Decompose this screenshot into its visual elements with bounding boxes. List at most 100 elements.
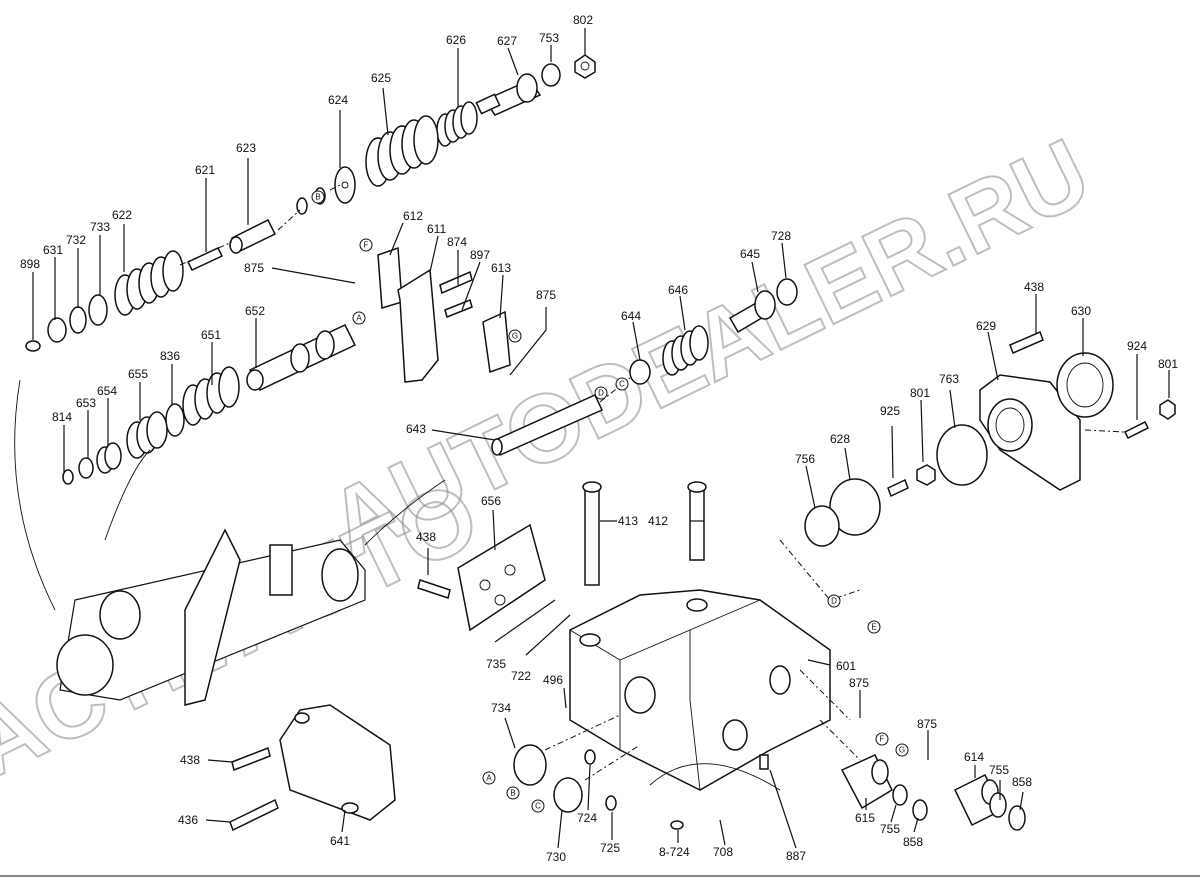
label-629: 629 xyxy=(976,319,996,333)
callout-letter-a2: A xyxy=(482,771,496,785)
callout-letter-b2: B xyxy=(506,786,520,800)
label-627: 627 xyxy=(497,34,517,48)
label-613: 613 xyxy=(491,261,511,275)
label-732: 732 xyxy=(66,233,86,247)
label-755-a: 755 xyxy=(989,763,1009,777)
label-644: 644 xyxy=(621,309,641,323)
svg-text:F: F xyxy=(880,735,885,744)
callout-letter-d1: D xyxy=(594,386,608,400)
callout-letter-a1: A xyxy=(352,311,366,325)
svg-text:B: B xyxy=(510,789,515,798)
svg-text:C: C xyxy=(619,380,625,389)
label-625: 625 xyxy=(371,71,391,85)
callout-letter-g1: G xyxy=(508,329,522,343)
label-643: 643 xyxy=(406,422,426,436)
callout-letter-f2: F xyxy=(875,732,889,746)
label-653: 653 xyxy=(76,396,96,410)
label-655: 655 xyxy=(128,367,148,381)
label-897: 897 xyxy=(470,248,490,262)
label-631: 631 xyxy=(43,243,63,257)
label-875-b: 875 xyxy=(536,288,556,302)
label-755-b: 755 xyxy=(880,822,900,836)
label-724: 724 xyxy=(577,811,597,825)
label-708: 708 xyxy=(713,845,733,859)
svg-text:D: D xyxy=(598,389,604,398)
label-614: 614 xyxy=(964,750,984,764)
callout-letter-c1: C xyxy=(615,377,629,391)
callout-letter-g2: G xyxy=(895,743,909,757)
cover-plate-656 xyxy=(364,479,546,632)
label-651: 651 xyxy=(201,328,221,342)
end-cover-assembly xyxy=(779,330,1176,601)
svg-text:G: G xyxy=(512,332,518,341)
svg-text:G: G xyxy=(899,746,905,755)
spool-assembly-lower xyxy=(62,324,357,485)
label-615: 615 xyxy=(855,811,875,825)
label-753: 753 xyxy=(539,31,559,45)
label-801-b: 801 xyxy=(910,386,930,400)
label-413: 413 xyxy=(618,514,638,528)
label-601: 601 xyxy=(836,659,856,673)
label-802: 802 xyxy=(573,13,593,27)
bolts-413-412 xyxy=(582,481,707,586)
svg-text:A: A xyxy=(486,774,492,783)
part-labels: 802 753 627 626 625 624 623 621 622 733 … xyxy=(20,13,1178,864)
callout-letter-e: E xyxy=(867,620,881,634)
label-438-b: 438 xyxy=(416,530,436,544)
label-621: 621 xyxy=(195,163,215,177)
label-875-d: 875 xyxy=(917,717,937,731)
label-763: 763 xyxy=(939,372,959,386)
label-924: 924 xyxy=(1127,339,1147,353)
label-875-c: 875 xyxy=(849,676,869,690)
leader-lines xyxy=(32,28,1170,849)
label-733: 733 xyxy=(90,220,110,234)
label-612: 612 xyxy=(403,209,423,223)
label-925: 925 xyxy=(880,404,900,418)
label-722: 722 xyxy=(511,669,531,683)
label-412: 412 xyxy=(648,514,668,528)
label-654: 654 xyxy=(97,384,117,398)
label-628: 628 xyxy=(830,432,850,446)
plug-assembly xyxy=(840,754,1026,831)
label-887: 887 xyxy=(786,849,806,863)
label-875-a: 875 xyxy=(244,261,264,275)
spool-assembly-upper xyxy=(25,54,596,352)
svg-text:A: A xyxy=(356,314,362,323)
label-734: 734 xyxy=(491,701,511,715)
label-438-a: 438 xyxy=(1024,280,1044,294)
label-630: 630 xyxy=(1071,304,1091,318)
label-836: 836 xyxy=(160,349,180,363)
label-858-b: 858 xyxy=(903,835,923,849)
svg-text:C: C xyxy=(535,802,541,811)
label-656: 656 xyxy=(481,494,501,508)
label-801-a: 801 xyxy=(1158,357,1178,371)
callout-letter-d2: D xyxy=(827,594,841,608)
label-645: 645 xyxy=(740,247,760,261)
lever-assembly xyxy=(377,246,511,383)
svg-text:E: E xyxy=(871,623,876,632)
label-496: 496 xyxy=(543,673,563,687)
spool-assembly-middle xyxy=(491,278,798,457)
label-626: 626 xyxy=(446,33,466,47)
valve-body-601 xyxy=(513,589,861,830)
label-611: 611 xyxy=(427,222,446,236)
svg-text:F: F xyxy=(364,241,369,250)
callout-letter-f1: F xyxy=(359,238,373,252)
callout-letter-b1: B xyxy=(311,190,325,204)
label-623: 623 xyxy=(236,141,256,155)
label-756: 756 xyxy=(795,452,815,466)
label-438-c: 438 xyxy=(180,753,200,767)
label-646: 646 xyxy=(668,283,688,297)
label-725: 725 xyxy=(600,841,620,855)
label-728: 728 xyxy=(771,229,791,243)
label-624: 624 xyxy=(328,93,348,107)
label-735: 735 xyxy=(486,657,506,671)
label-814: 814 xyxy=(52,410,72,424)
label-8-724: 8-724 xyxy=(659,845,690,859)
label-622: 622 xyxy=(112,208,132,222)
svg-text:B: B xyxy=(315,193,320,202)
assembled-valve-unit xyxy=(14,379,366,706)
label-436: 436 xyxy=(178,813,198,827)
label-874: 874 xyxy=(447,235,467,249)
